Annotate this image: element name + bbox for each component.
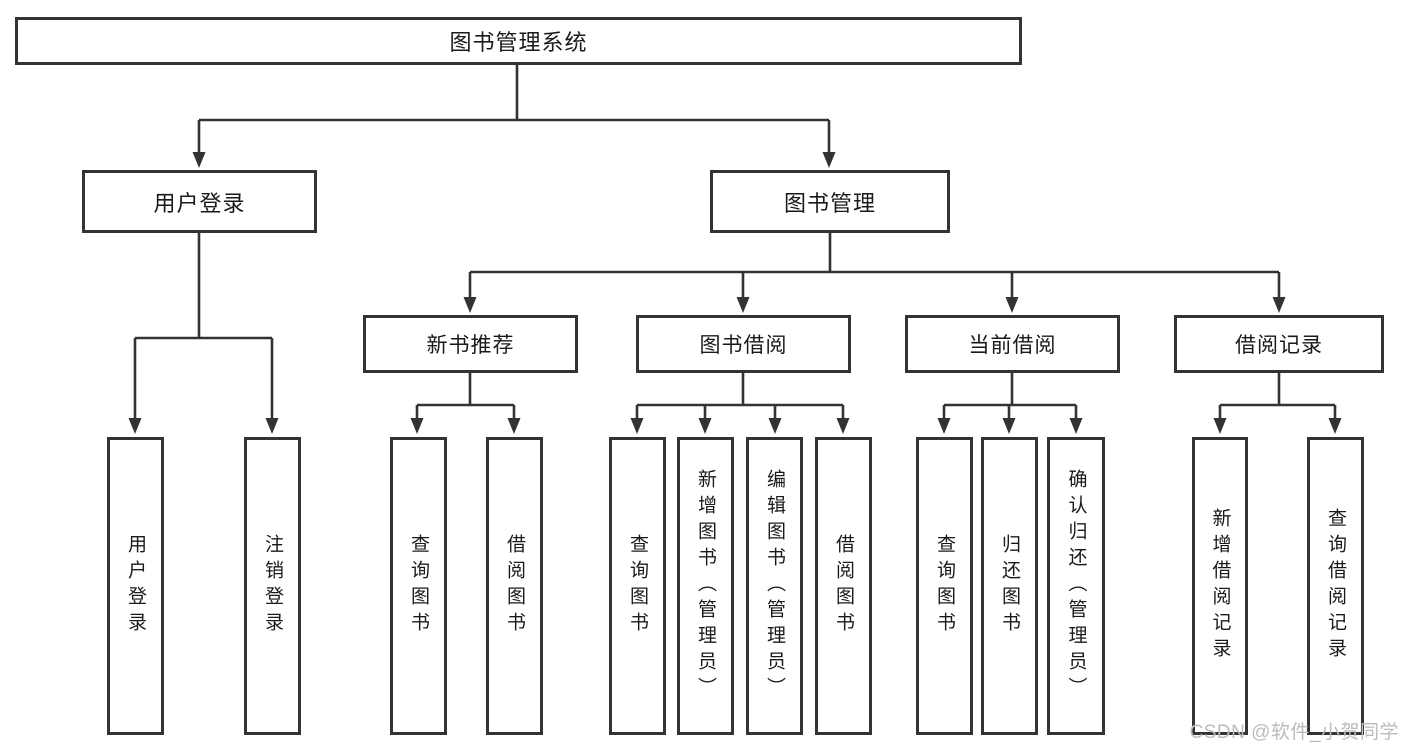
connector-new-book-recommend — [415, 373, 516, 422]
connector-current-borrow — [942, 373, 1078, 422]
connector-root-stem — [197, 65, 831, 155]
node-new-book-recommend: 新书推荐 — [363, 315, 578, 373]
leaf-br-add-borrow-record: 新增借阅记录 — [1192, 437, 1248, 735]
node-label: 图书借阅 — [699, 334, 788, 357]
node-borrow-records: 借阅记录 — [1174, 315, 1384, 373]
connector-book-borrow — [635, 373, 845, 422]
connector-borrow-records — [1218, 373, 1337, 422]
leaf-bb-add-books-admin: 新增图书（管理员） — [677, 437, 734, 735]
csdn-watermark: CSDN @软件_小贺同学 — [1189, 722, 1399, 743]
node-current-borrow: 当前借阅 — [905, 315, 1120, 373]
node-label: 图书管理系统 — [449, 30, 588, 55]
node-label: 用户登录 — [153, 190, 246, 216]
leaf-cb-query-books: 查询图书 — [916, 437, 973, 735]
leaf-bb-query-books: 查询图书 — [609, 437, 666, 735]
node-label: 当前借阅 — [968, 334, 1057, 357]
node-book-borrow: 图书借阅 — [636, 315, 851, 373]
node-label: 新书推荐 — [426, 334, 515, 357]
leaf-bb-borrow-books: 借阅图书 — [815, 437, 872, 735]
leaf-nbr-borrow-books: 借阅图书 — [486, 437, 543, 735]
leaf-user-login: 用户登录 — [107, 437, 164, 735]
connector-book-management — [468, 233, 1281, 300]
node-label: 图书管理 — [783, 190, 876, 216]
node-user-login-group: 用户登录 — [82, 170, 317, 233]
node-label: 借阅记录 — [1235, 334, 1323, 357]
node-root-library-management-system: 图书管理系统 — [15, 17, 1022, 65]
leaf-nbr-query-books: 查询图书 — [390, 437, 447, 735]
leaf-br-query-borrow-record: 查询借阅记录 — [1307, 437, 1364, 735]
leaf-cb-return-books: 归还图书 — [981, 437, 1038, 735]
node-book-management: 图书管理 — [710, 170, 950, 233]
connector-user-login-group — [133, 233, 274, 422]
leaf-cb-confirm-return-admin: 确认归还（管理员） — [1047, 437, 1105, 735]
leaf-logout: 注销登录 — [244, 437, 301, 735]
leaf-bb-edit-books-admin: 编辑图书（管理员） — [746, 437, 803, 735]
